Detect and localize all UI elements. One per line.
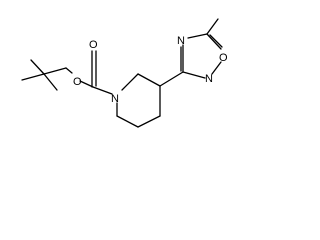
- bond: [43, 67, 67, 75]
- bond: [116, 115, 139, 128]
- bond: [79, 80, 94, 88]
- bond: [30, 59, 45, 75]
- bond: [206, 18, 219, 35]
- bond: [137, 115, 161, 128]
- bond: [21, 73, 45, 81]
- bond: [211, 61, 222, 75]
- bond: [65, 67, 73, 74]
- bond: [182, 71, 206, 79]
- atom-label-oxadiazole-o1: O: [219, 52, 228, 64]
- atom-label-oxadiazole-n4: N: [177, 35, 185, 47]
- atom-label-oxadiazole-n2: N: [205, 73, 213, 85]
- atom-label-ester-oxygen: O: [73, 76, 82, 88]
- bond: [209, 34, 223, 48]
- atom-label-carbonyl-oxygen: O: [89, 39, 98, 51]
- bond: [159, 71, 184, 87]
- atom-label-piperidine-nitrogen: N: [111, 93, 119, 105]
- bond: [43, 73, 58, 91]
- bond: [121, 73, 139, 91]
- bond: [92, 86, 113, 95]
- bond: [137, 73, 161, 87]
- chemical-structure: O O N N O N: [21, 18, 228, 128]
- bond: [187, 33, 208, 39]
- bond: [206, 33, 222, 50]
